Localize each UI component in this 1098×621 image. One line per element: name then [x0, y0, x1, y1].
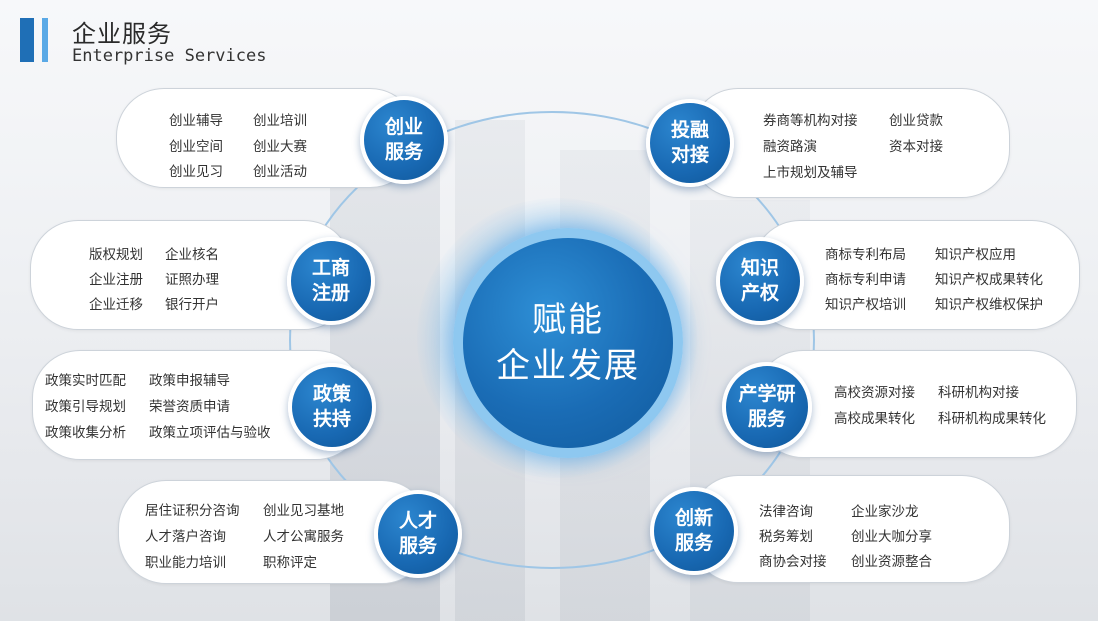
service-item: 职称评定 [263, 555, 317, 571]
center-title-line1: 赋能 [532, 300, 604, 340]
service-item: 政策立项评估与验收 [149, 425, 271, 441]
node-label-line2: 服务 [398, 535, 437, 557]
page-subtitle: Enterprise Services [72, 46, 267, 66]
service-item: 资本对接 [889, 139, 943, 155]
service-item: 证照办理 [165, 272, 219, 288]
panel-startup-services: 创业辅导 创业培训 创业空间 创业大赛 创业见习 创业活动 [116, 88, 418, 188]
node-talent-services[interactable]: 人才 服务 [374, 490, 462, 578]
service-item: 创业培训 [253, 113, 307, 129]
panel-intellectual-property: 商标专利布局 知识产权应用 商标专利申请 知识产权成果转化 知识产权培训 知识产… [752, 220, 1080, 330]
node-label-line2: 产权 [740, 282, 779, 304]
node-label-line2: 服务 [747, 408, 786, 430]
service-item: 创业大赛 [253, 139, 307, 155]
service-item: 税务筹划 [759, 529, 813, 545]
service-item: 企业迁移 [89, 297, 143, 313]
service-item: 居住证积分咨询 [145, 503, 240, 519]
node-label-line2: 服务 [674, 532, 713, 554]
node-label-line2: 服务 [384, 141, 423, 163]
service-item: 科研机构成果转化 [938, 411, 1046, 427]
service-item: 知识产权培训 [825, 297, 906, 313]
node-label-line1: 创新 [674, 507, 713, 529]
service-item: 高校成果转化 [834, 411, 915, 427]
node-policy-support[interactable]: 政策 扶持 [288, 363, 376, 451]
service-item: 商标专利布局 [825, 247, 906, 263]
node-label-line2: 对接 [670, 144, 709, 166]
node-label-line1: 创业 [384, 116, 423, 138]
service-item: 创业空间 [169, 139, 223, 155]
service-item: 商协会对接 [759, 554, 827, 570]
node-label-line1: 产学研 [738, 383, 796, 405]
header-accent-bar-light [42, 18, 48, 62]
service-item: 政策申报辅导 [149, 373, 230, 389]
node-label-line1: 人才 [398, 510, 437, 532]
node-label-line1: 政策 [312, 383, 351, 405]
center-title-line2: 企业发展 [496, 346, 640, 386]
page-title: 企业服务 [72, 20, 172, 48]
service-item: 人才落户咨询 [145, 529, 226, 545]
node-industry-university-research[interactable]: 产学研 服务 [722, 362, 812, 452]
service-item: 融资路演 [763, 139, 817, 155]
service-item: 银行开户 [165, 297, 219, 313]
service-item: 高校资源对接 [834, 385, 915, 401]
node-label-line2: 注册 [311, 282, 350, 304]
service-item: 版权规划 [89, 247, 143, 263]
service-item: 券商等机构对接 [763, 113, 858, 129]
service-item: 知识产权维权保护 [935, 297, 1043, 313]
service-item: 创业辅导 [169, 113, 223, 129]
service-item: 知识产权应用 [935, 247, 1016, 263]
service-item: 企业核名 [165, 247, 219, 263]
panel-innovation-services: 法律咨询 企业家沙龙 税务筹划 创业大咖分享 商协会对接 创业资源整合 [690, 475, 1010, 583]
service-item: 企业注册 [89, 272, 143, 288]
node-label-line1: 工商 [311, 257, 350, 279]
service-item: 政策收集分析 [45, 425, 126, 441]
service-item: 政策引导规划 [45, 399, 126, 415]
service-item: 创业见习 [169, 164, 223, 180]
panel-investment-financing: 券商等机构对接 创业贷款 融资路演 资本对接 上市规划及辅导 [690, 88, 1010, 198]
center-circle: 赋能 企业发展 [453, 228, 683, 458]
service-item: 法律咨询 [759, 504, 813, 520]
service-item: 创业活动 [253, 164, 307, 180]
node-label-line2: 扶持 [312, 408, 351, 430]
service-item: 科研机构对接 [938, 385, 1019, 401]
service-item: 创业贷款 [889, 113, 943, 129]
service-item: 人才公寓服务 [263, 529, 344, 545]
node-investment-financing[interactable]: 投融 对接 [646, 99, 734, 187]
service-item: 知识产权成果转化 [935, 272, 1043, 288]
service-item: 创业大咖分享 [851, 529, 932, 545]
service-item: 政策实时匹配 [45, 373, 126, 389]
node-intellectual-property[interactable]: 知识 产权 [716, 237, 804, 325]
node-label-line1: 投融 [670, 119, 709, 141]
node-business-registration[interactable]: 工商 注册 [287, 237, 375, 325]
service-item: 创业见习基地 [263, 503, 344, 519]
service-item: 荣誉资质申请 [149, 399, 230, 415]
node-innovation-services[interactable]: 创新 服务 [650, 487, 738, 575]
node-startup-services[interactable]: 创业 服务 [360, 96, 448, 184]
service-item: 创业资源整合 [851, 554, 932, 570]
service-item: 职业能力培训 [145, 555, 226, 571]
service-item: 商标专利申请 [825, 272, 906, 288]
service-item: 上市规划及辅导 [763, 165, 858, 181]
node-label-line1: 知识 [740, 257, 779, 279]
service-item: 企业家沙龙 [851, 504, 919, 520]
header-accent-bar [20, 18, 34, 62]
